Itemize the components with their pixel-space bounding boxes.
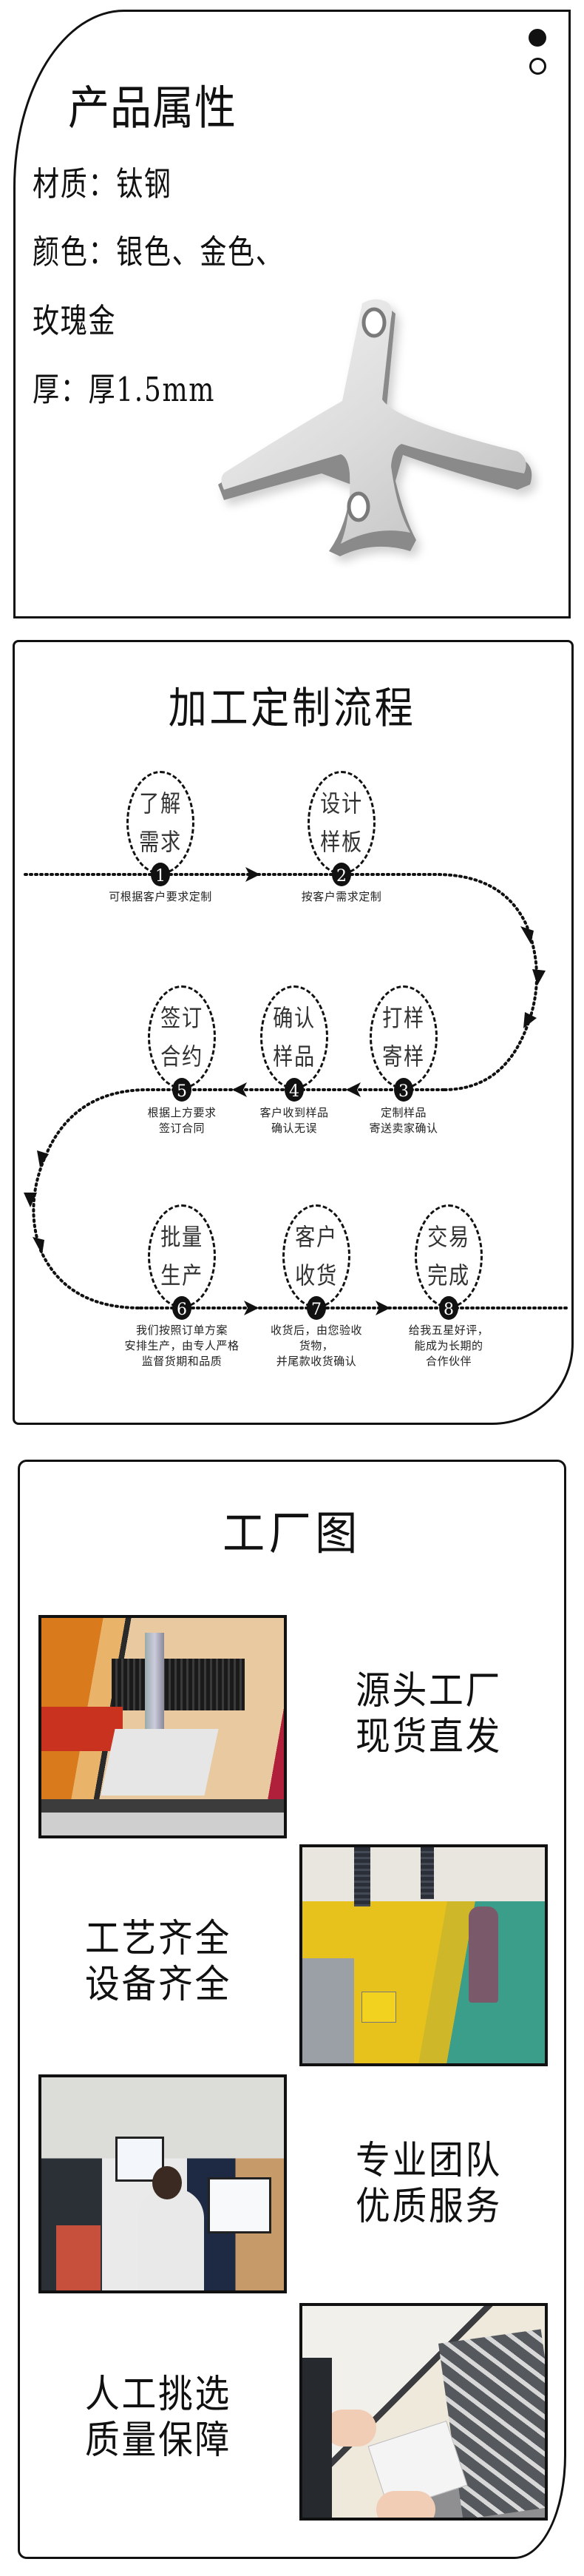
process-step-1-bubble: 了解需求 [126, 771, 194, 874]
top-hole [361, 307, 387, 338]
arrow-down-icon [37, 1150, 49, 1167]
step-number: 4 [289, 1082, 299, 1101]
process-step-7-description: 收货后，由您验收 货物， 并尾款收货确认 [270, 1324, 362, 1368]
process-step-1-description: 可根据客户要求定制 [109, 890, 212, 903]
factory-photo-office [38, 2074, 287, 2293]
factory-card [18, 1460, 566, 2559]
process-step-4-bubble: 确认样品 [260, 985, 328, 1089]
factory-caption-2: 工艺齐全 设备齐全 [84, 1917, 231, 2007]
step-number-badge: 2 [332, 863, 351, 886]
process-step-name-line1: 确认 [273, 1004, 316, 1032]
attribute-color: 颜色：银色、金色、 [33, 233, 284, 272]
step-number: 2 [336, 867, 347, 886]
factory-caption-3: 专业团队 优质服务 [355, 2139, 502, 2229]
factory-caption-1: 源头工厂 现货直发 [355, 1669, 502, 1759]
step-number-badge: 7 [307, 1296, 326, 1320]
step-number: 1 [155, 867, 166, 886]
process-step-name-line1: 签订 [160, 1004, 203, 1032]
step-number-badge: 4 [285, 1078, 304, 1102]
attribute-material: 材质：钛钢 [33, 165, 172, 204]
process-step-name-line2: 合约 [160, 1042, 203, 1070]
attributes-title: 产品属性 [68, 81, 237, 136]
process-step-5-bubble: 签订合约 [148, 985, 216, 1089]
step-number: 8 [444, 1301, 454, 1319]
arrow-down-icon [523, 1012, 537, 1028]
flow-line-row2 [32, 1088, 445, 1309]
process-step-name-line2: 样板 [320, 828, 363, 856]
process-step-5-description: 根据上方要求 签订合同 [147, 1106, 217, 1135]
factory-photo-laser-cutter [38, 1615, 287, 1838]
step-number: 7 [311, 1301, 322, 1319]
process-flow-path [24, 867, 571, 1315]
arrow-left-icon [346, 1082, 361, 1097]
arrow-down-icon [520, 926, 534, 944]
arrow-right-icon [245, 867, 260, 882]
process-step-4-description: 客户收到样品 确认无误 [259, 1106, 329, 1135]
process-step-3-description: 定制样品 寄送卖家确认 [369, 1106, 438, 1135]
process-step-name-line1: 批量 [160, 1223, 203, 1251]
filled-dot-icon [529, 29, 546, 47]
process-step-2-bubble: 设计样板 [308, 771, 376, 874]
process-step-8-bubble: 交易完成 [415, 1204, 483, 1308]
hollow-dot-icon [529, 58, 546, 75]
attribute-color-continued: 玫瑰金 [33, 302, 117, 341]
process-step-name-line2: 完成 [427, 1261, 470, 1289]
process-step-name-line1: 交易 [427, 1223, 470, 1251]
step-number-badge: 6 [172, 1296, 191, 1320]
step-number-badge: 5 [172, 1078, 191, 1102]
process-step-name-line2: 生产 [160, 1261, 203, 1289]
arrow-down-icon [24, 1193, 37, 1207]
arrow-down-icon [33, 1237, 44, 1255]
arrow-right-icon [244, 1301, 259, 1315]
process-step-name-line2: 样品 [273, 1042, 316, 1070]
process-step-6-bubble: 批量生产 [148, 1204, 216, 1308]
factory-photo-packing [299, 2303, 548, 2521]
process-step-name-line1: 客户 [295, 1223, 338, 1251]
process-step-6-description: 我们按照订单方案 安排生产，由专人严格 监督货期和品质 [124, 1324, 240, 1368]
process-title: 加工定制流程 [168, 683, 416, 733]
airplane-charm-image [218, 299, 532, 556]
process-step-name-line2: 收货 [295, 1261, 338, 1289]
factory-title: 工厂图 [223, 1506, 361, 1560]
step-number: 5 [177, 1082, 187, 1101]
process-step-2-description: 按客户需求定制 [301, 890, 382, 903]
process-step-name-line1: 打样 [382, 1004, 425, 1032]
process-step-name-line1: 设计 [320, 789, 363, 817]
process-step-name-line2: 寄样 [382, 1042, 425, 1070]
bottom-hole [347, 491, 370, 522]
step-number-badge: 8 [439, 1296, 458, 1320]
product-attributes-card [13, 10, 571, 618]
factory-photo-machines [299, 1844, 548, 2066]
step-number-badge: 1 [151, 863, 170, 886]
factory-caption-4: 人工挑选 质量保障 [84, 2373, 231, 2463]
process-card [13, 640, 574, 1425]
step-number: 6 [177, 1301, 187, 1319]
process-step-8-description: 给我五星好评， 能成为长期的 合作伙伴 [408, 1324, 489, 1368]
arrow-down-icon [532, 969, 546, 985]
attribute-thickness: 厚：厚1.5mm [33, 371, 216, 410]
arrow-right-icon [376, 1301, 390, 1315]
process-step-name-line2: 需求 [139, 828, 182, 856]
step-number-badge: 3 [394, 1078, 413, 1102]
step-number: 3 [398, 1082, 409, 1101]
process-step-7-bubble: 客户收货 [282, 1204, 350, 1308]
process-step-name-line1: 了解 [139, 789, 182, 817]
process-step-3-bubble: 打样寄样 [370, 985, 438, 1089]
arrow-left-icon [232, 1082, 247, 1097]
